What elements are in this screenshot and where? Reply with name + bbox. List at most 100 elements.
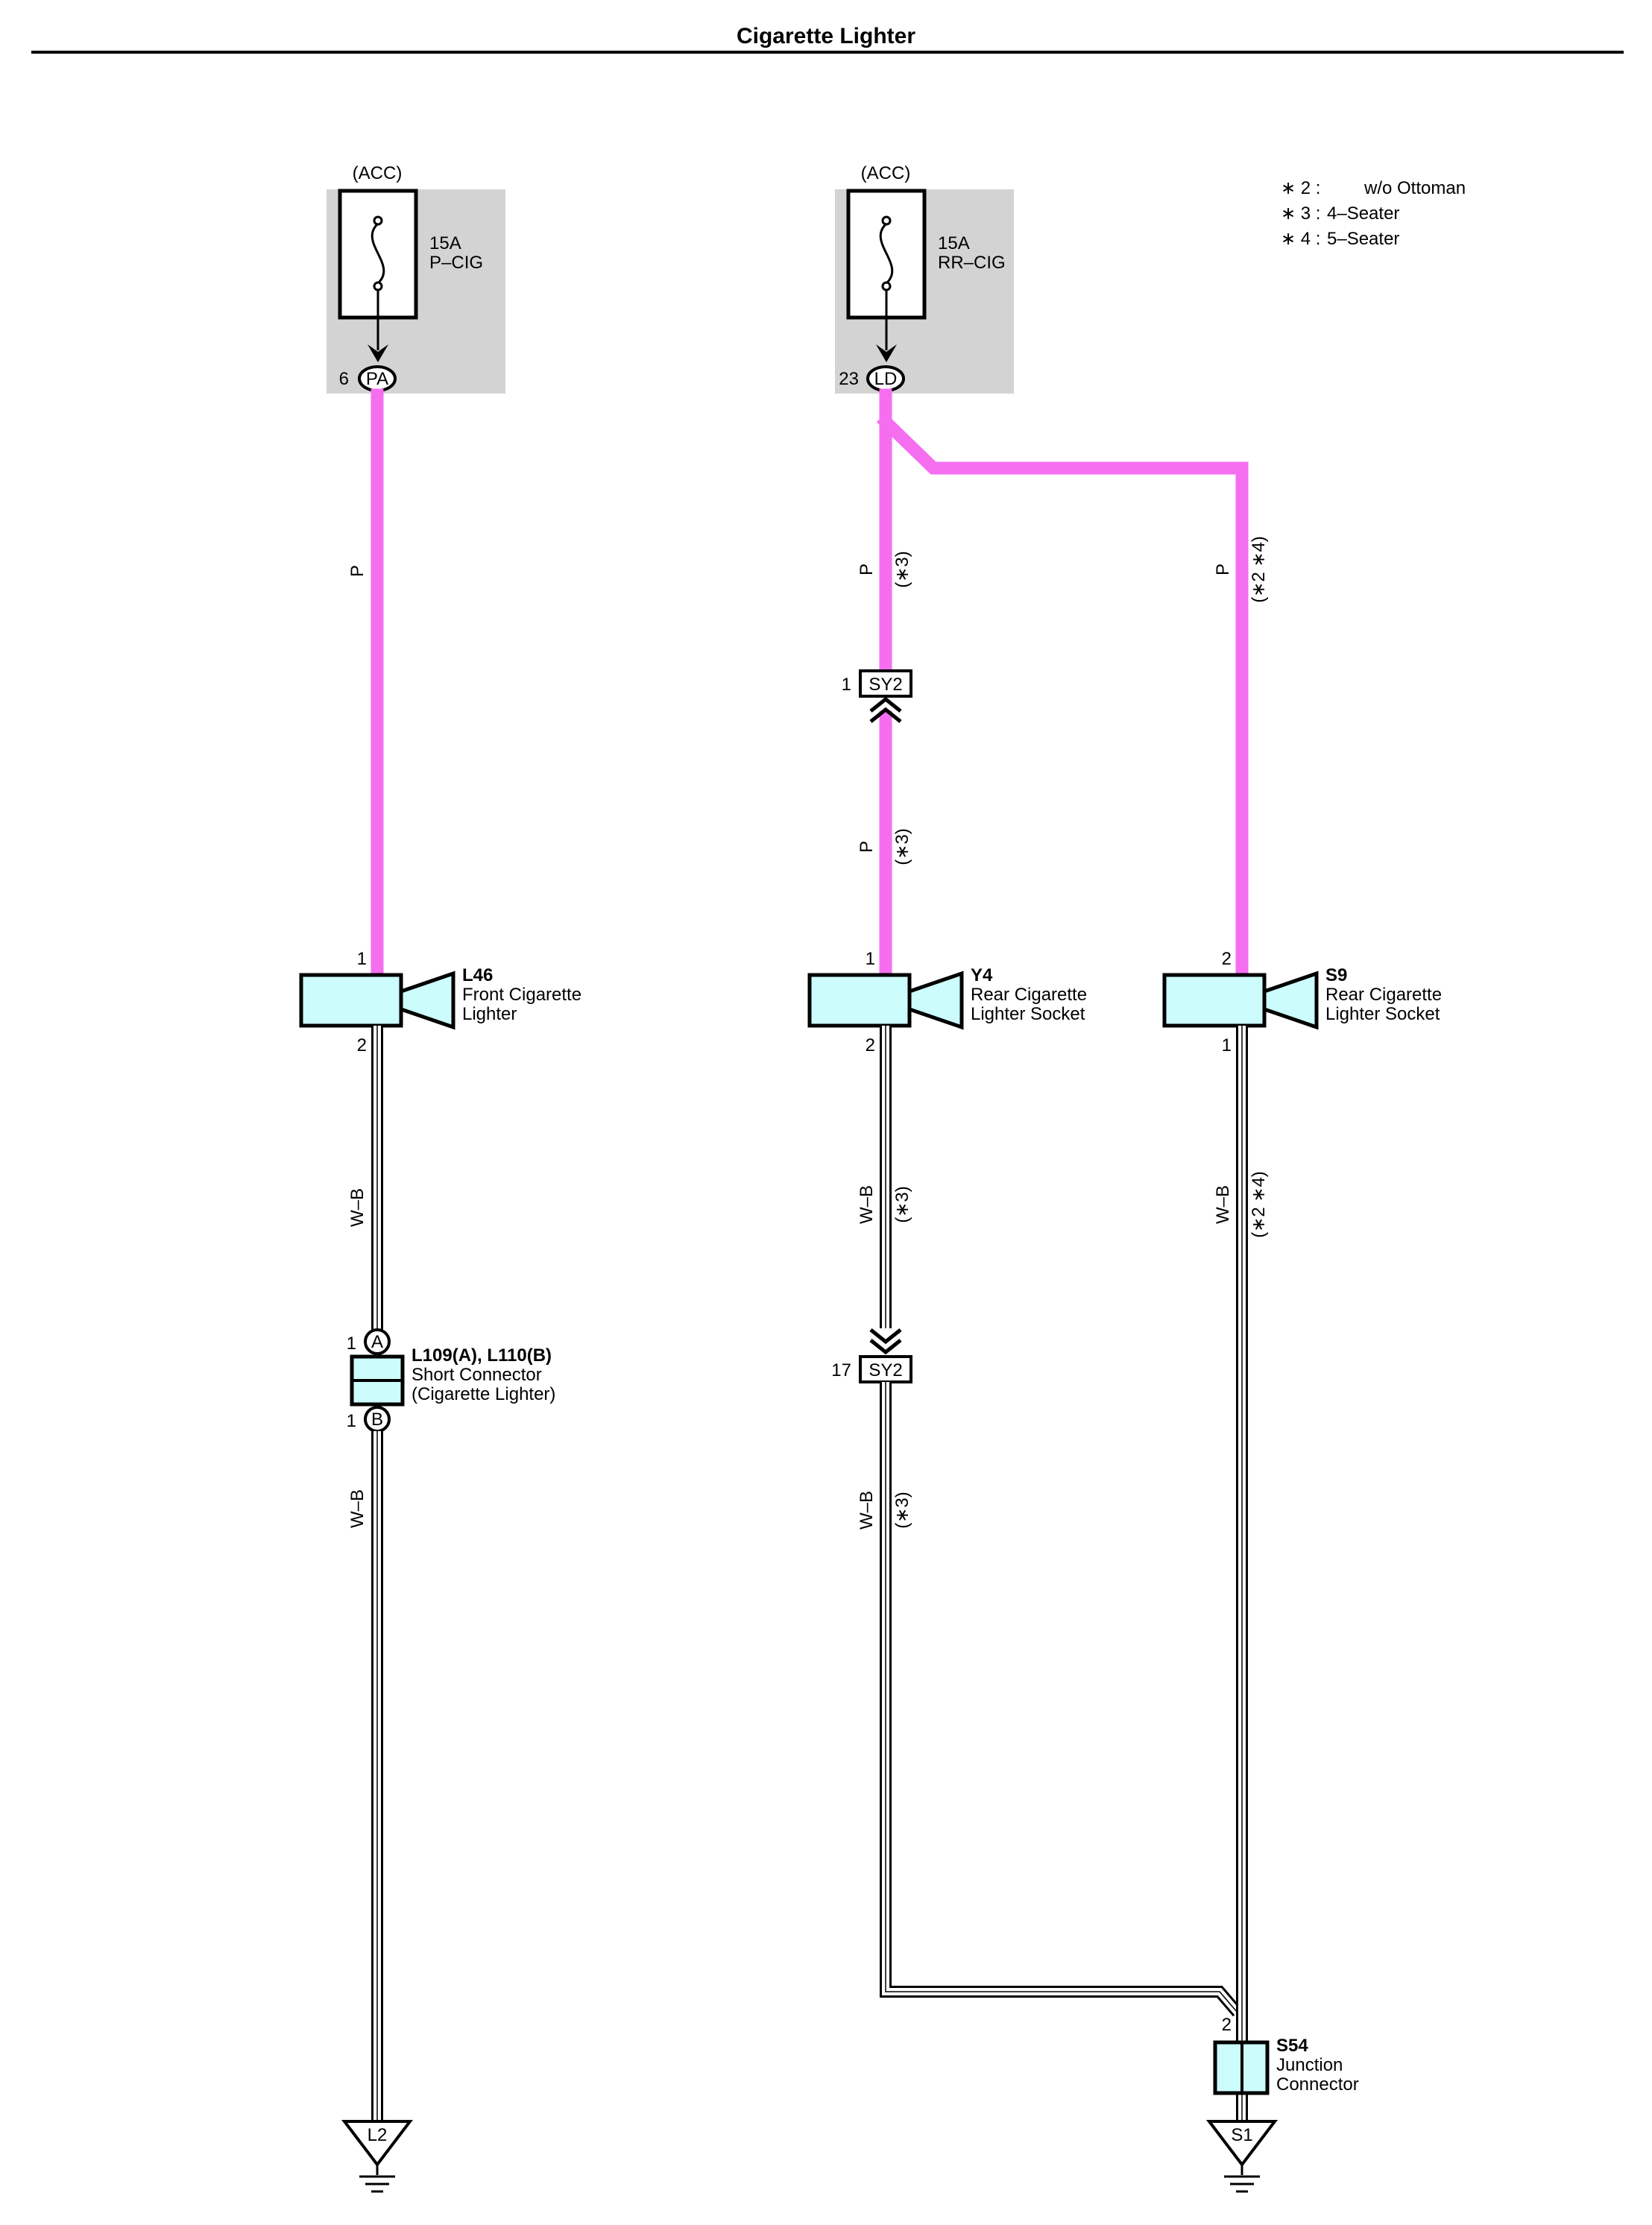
wire-color-label: W–B bbox=[857, 1185, 877, 1224]
wire-option-note: (∗3) bbox=[892, 551, 912, 587]
fuse-power-label: (ACC) bbox=[861, 163, 911, 183]
wire-wb-mid-lower bbox=[880, 1382, 1243, 2017]
junction-connector-s54: 2 S54 Junction Connector bbox=[1213, 2015, 1359, 2095]
pin-label: 1 bbox=[347, 1334, 356, 1354]
terminal-circle bbox=[364, 1328, 391, 1355]
component-id: L109(A), L110(B) bbox=[412, 1345, 552, 1366]
legend-text: 4–Seater bbox=[1327, 203, 1399, 224]
wire-color-label: W–B bbox=[857, 1491, 877, 1530]
chevron-down-icon bbox=[869, 1339, 902, 1355]
wire-option-note: (∗3) bbox=[892, 828, 912, 865]
wire-color-label: P bbox=[347, 565, 368, 577]
terminal-pin: 6 bbox=[339, 369, 349, 389]
ground-code: S1 bbox=[1231, 2125, 1252, 2145]
legend-mark: ∗ 3 : bbox=[1281, 203, 1320, 224]
ground-s1: S1 bbox=[1205, 2120, 1279, 2193]
ground-triangle bbox=[1205, 2120, 1279, 2168]
pin-label: 1 bbox=[842, 675, 851, 695]
component-name: Short Connector bbox=[412, 1365, 542, 1385]
lighter-horn bbox=[399, 971, 455, 1030]
connector-body bbox=[1162, 973, 1267, 1028]
component-id: S9 bbox=[1325, 965, 1347, 985]
fuse-node bbox=[373, 281, 383, 291]
pin-label: 2 bbox=[1222, 2015, 1232, 2035]
ground-l2: L2 bbox=[341, 2120, 414, 2193]
chevron-up-icon bbox=[869, 707, 902, 723]
legend: ∗ 2 : w/o Ottoman ∗ 3 : 4–Seater ∗ 4 : 5… bbox=[1281, 178, 1466, 249]
legend-mark: ∗ 2 : bbox=[1281, 178, 1320, 198]
wire-color-label: P bbox=[857, 841, 877, 853]
component-name: Lighter bbox=[462, 1004, 517, 1024]
pin-top: 1 bbox=[866, 949, 875, 969]
short-connector: A 1 B 1 L109(A), L110(B) Short Connector… bbox=[347, 1328, 555, 1433]
wire-option-note: (∗2 ∗4) bbox=[1249, 536, 1269, 603]
fuse-name: RR–CIG bbox=[938, 253, 1006, 273]
component-id: S54 bbox=[1276, 2036, 1308, 2056]
ground-code: L2 bbox=[368, 2125, 388, 2145]
fuse-symbol bbox=[879, 222, 894, 285]
arrow-icon bbox=[876, 344, 897, 362]
wire-color-label: W–B bbox=[347, 1188, 368, 1227]
chevron-down-icon bbox=[869, 1328, 902, 1345]
component-name: Front Cigarette bbox=[462, 985, 581, 1005]
fuse-power-label: (ACC) bbox=[353, 163, 403, 183]
pin-bottom: 2 bbox=[866, 1035, 875, 1055]
legend-text: 5–Seater bbox=[1327, 229, 1399, 249]
component-name: Rear Cigarette bbox=[1325, 985, 1442, 1005]
rear-cigarette-lighter-socket-y4: 1 2 Y4 Rear Cigarette Lighter Socket bbox=[807, 949, 1087, 1055]
component-name: Junction bbox=[1276, 2055, 1343, 2075]
fuse-name: P–CIG bbox=[429, 253, 483, 273]
wire-color-label: W–B bbox=[347, 1489, 368, 1528]
chevron-up-icon bbox=[869, 696, 902, 713]
connector-code: SY2 bbox=[868, 1360, 902, 1380]
terminal-code: LD bbox=[874, 369, 898, 389]
pin-label: 17 bbox=[831, 1360, 851, 1380]
fuse-node bbox=[881, 281, 892, 291]
component-name: Lighter Socket bbox=[971, 1004, 1085, 1024]
wire-color-label: P bbox=[857, 564, 877, 575]
pin-bottom: 2 bbox=[357, 1035, 367, 1055]
pin-bottom: 1 bbox=[1222, 1035, 1232, 1055]
wire-option-note: (∗2 ∗4) bbox=[1249, 1171, 1269, 1238]
front-cigarette-lighter: 1 2 L46 Front Cigarette Lighter bbox=[299, 949, 581, 1055]
component-name: Lighter Socket bbox=[1325, 1004, 1440, 1024]
fuse-p-cig-block: (ACC) 15A P–CIG 6 PA bbox=[327, 163, 505, 394]
connector-code: SY2 bbox=[868, 675, 902, 695]
wire-p-branch-right bbox=[876, 412, 1249, 982]
fuse-symbol bbox=[371, 222, 385, 285]
component-id: L46 bbox=[462, 965, 493, 985]
fuse-amp: 15A bbox=[429, 233, 461, 253]
inline-connector-sy2-1: 1 SY2 bbox=[842, 669, 912, 723]
connector-body bbox=[299, 973, 403, 1028]
wire-color-label: W–B bbox=[1213, 1185, 1233, 1224]
ground-triangle bbox=[341, 2120, 414, 2168]
terminal-code: PA bbox=[366, 369, 388, 389]
connector-body bbox=[807, 973, 912, 1028]
arrow-icon bbox=[368, 344, 388, 362]
wire-color-label: P bbox=[1213, 564, 1233, 575]
pin-top: 2 bbox=[1222, 949, 1232, 969]
fuse-node bbox=[881, 215, 892, 226]
rear-cigarette-lighter-socket-s9: 2 1 S9 Rear Cigarette Lighter Socket bbox=[1162, 949, 1442, 1055]
terminal-code: A bbox=[371, 1332, 383, 1352]
wire-option-note: (∗3) bbox=[892, 1492, 912, 1528]
wire-option-note: (∗3) bbox=[892, 1186, 912, 1222]
pin-top: 1 bbox=[357, 949, 367, 969]
fuse-rr-cig-block: (ACC) 15A RR–CIG 23 LD bbox=[835, 163, 1014, 394]
terminal-pin: 23 bbox=[839, 369, 859, 389]
connector-box bbox=[859, 1355, 912, 1383]
connector-box bbox=[859, 669, 912, 698]
fuse-amp: 15A bbox=[938, 233, 970, 253]
component-name: Connector bbox=[1276, 2074, 1359, 2095]
legend-mark: ∗ 4 : bbox=[1281, 229, 1320, 249]
component-name: (Cigarette Lighter) bbox=[412, 1384, 555, 1404]
legend-text: w/o Ottoman bbox=[1363, 178, 1466, 198]
pin-label: 1 bbox=[347, 1411, 356, 1431]
fuse-node bbox=[373, 215, 383, 226]
component-name: Rear Cigarette bbox=[971, 985, 1087, 1005]
page-title: Cigarette Lighter bbox=[737, 24, 915, 48]
inline-connector-sy2-17: 17 SY2 bbox=[831, 1328, 912, 1383]
component-id: Y4 bbox=[971, 965, 993, 985]
lighter-horn bbox=[907, 971, 964, 1030]
